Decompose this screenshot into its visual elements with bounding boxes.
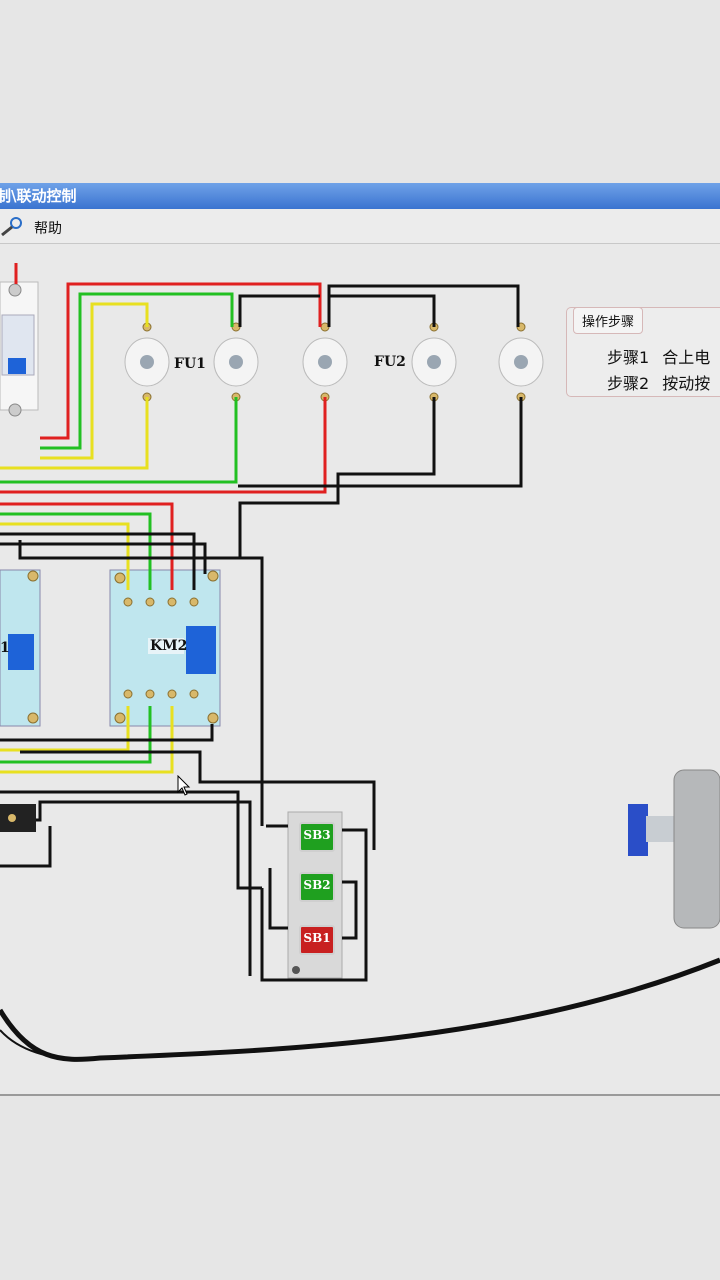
- contactor-km2[interactable]: [109, 569, 221, 727]
- mouse-cursor-icon: [177, 775, 191, 796]
- window-title: 制\联动控制: [0, 187, 77, 205]
- window-title-bar: 制\联动控制: [0, 183, 720, 209]
- steps-panel: 操作步骤 步骤1 合上电 步骤2 按动按: [566, 307, 720, 397]
- fuse-label-fu2: FU2: [374, 354, 406, 370]
- step-item[interactable]: 步骤1 合上电: [607, 344, 710, 368]
- terminal-block: [0, 804, 36, 832]
- contactor-label-km1: 1: [0, 640, 10, 656]
- menu-item-help[interactable]: 帮助: [34, 221, 62, 237]
- steps-title: 操作步骤: [573, 307, 644, 334]
- contactor-km1[interactable]: [0, 569, 41, 727]
- step-number: 步骤1: [607, 348, 650, 367]
- step-item[interactable]: 步骤2 按动按: [607, 370, 710, 394]
- sb3-button[interactable]: SB3: [299, 822, 335, 852]
- motor[interactable]: [628, 769, 720, 929]
- contactor-label-km2: KM2: [150, 638, 188, 654]
- menu-bar: 帮助: [0, 209, 720, 244]
- fuse-label-fu1: FU1: [174, 356, 206, 372]
- sb1-button[interactable]: SB1: [299, 925, 335, 955]
- step-text: 合上电: [662, 348, 711, 367]
- step-number: 步骤2: [607, 374, 650, 393]
- help-tool-icon[interactable]: [0, 215, 26, 237]
- circuit-breaker[interactable]: [0, 263, 39, 417]
- wiring-diagram: [0, 263, 720, 1062]
- sb2-button[interactable]: SB2: [299, 872, 335, 902]
- step-text: 按动按: [662, 374, 711, 393]
